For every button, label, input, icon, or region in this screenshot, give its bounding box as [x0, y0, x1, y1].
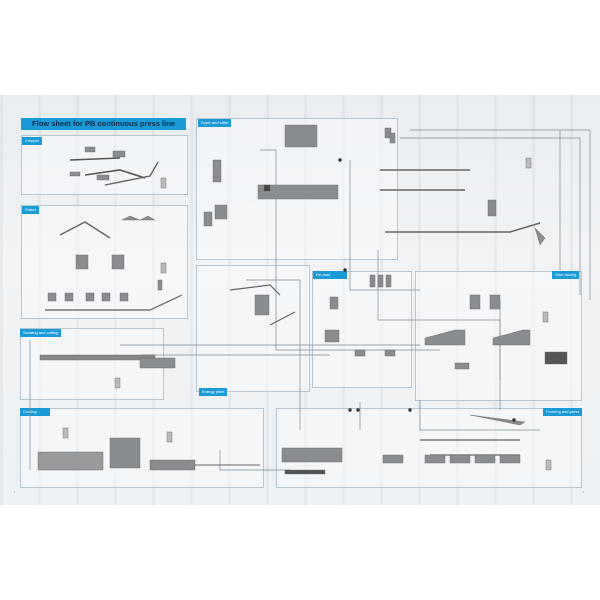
- silo: [75, 254, 89, 270]
- section-label-glue: Glue dosing: [552, 271, 580, 279]
- cooling-panel: [20, 408, 264, 488]
- section-label-chipper: Chipper: [22, 137, 43, 145]
- section-label-dedust: De-dust: [313, 271, 347, 279]
- boiler: [254, 294, 270, 316]
- dedust-panel: [312, 271, 412, 388]
- legend-icon: [62, 427, 69, 439]
- legend-icon: [525, 157, 532, 169]
- legend-icon: [166, 431, 173, 443]
- chipper-unit: [112, 150, 126, 158]
- section-label-energy: Energy plant: [199, 388, 228, 396]
- legend-icon: [542, 311, 549, 323]
- filter-bank: [284, 124, 318, 148]
- legend-icon: [114, 377, 121, 389]
- page-title: Flow sheet for PB continuous press line: [21, 118, 186, 130]
- valve-markers: [338, 158, 516, 422]
- legend-icon: [160, 177, 167, 189]
- legend-icon: [160, 262, 167, 274]
- section-label-forming: Forming and press: [543, 408, 583, 416]
- silo: [111, 254, 125, 270]
- dryer-drum: [257, 184, 339, 200]
- page-number-left-marker: ▪: [14, 489, 16, 494]
- section-label-flaker: Flaker: [22, 206, 40, 214]
- energy-panel: [196, 265, 310, 392]
- section-label-sanding: Sanding and cutting: [20, 329, 62, 337]
- chipper-panel: [21, 135, 188, 195]
- page-number-right-marker: ▪: [583, 489, 585, 494]
- legend-icon: [545, 459, 552, 471]
- equipment: [37, 124, 568, 475]
- section-label-dryer: Dryer and sifter: [198, 119, 232, 127]
- storage-stack: [37, 451, 104, 471]
- chipper-unit: [84, 146, 96, 153]
- connection-lines: [29, 129, 591, 471]
- continuous-press: [281, 447, 343, 463]
